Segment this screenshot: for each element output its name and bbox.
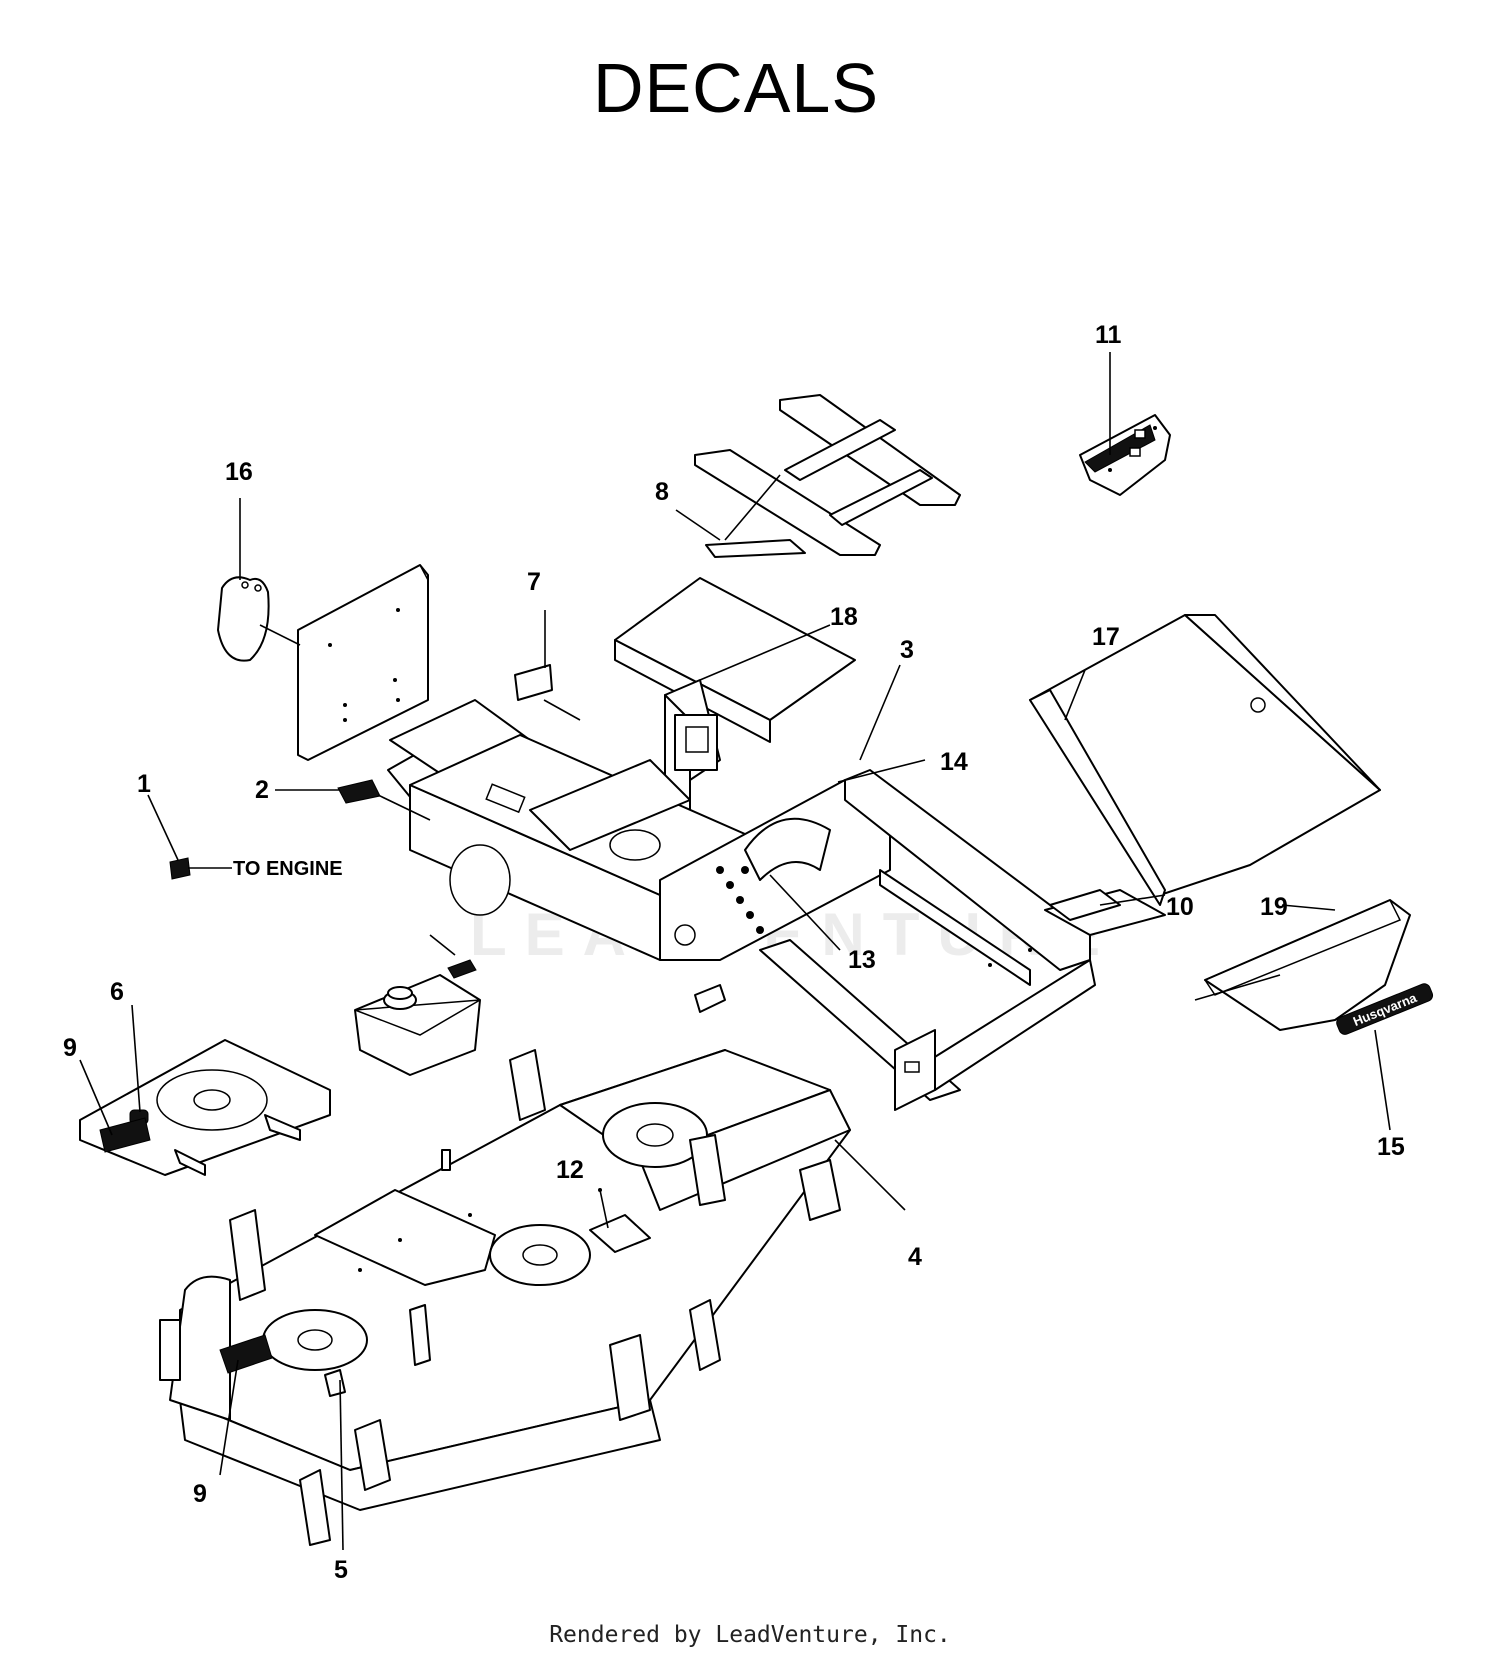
callout-2: 2: [255, 776, 269, 804]
leader-lines: [79, 352, 1391, 1551]
decal-9-lower: [219, 1334, 273, 1374]
callout-7: 7: [527, 568, 541, 596]
seat-frame: [694, 394, 961, 558]
bracket-11: [1079, 414, 1171, 496]
callout-9-upper: 9: [63, 1034, 77, 1062]
callout-4: 4: [908, 1243, 922, 1271]
left-deck-cover: [79, 1039, 331, 1176]
callout-8: 8: [655, 478, 669, 506]
callout-16: 16: [225, 458, 253, 486]
callout-10: 10: [1166, 893, 1194, 921]
decal-10: [1049, 889, 1121, 921]
mower-deck: [159, 1049, 851, 1546]
callout-11: 11: [1095, 321, 1122, 349]
decal-7: [514, 664, 553, 701]
right-fender: [1029, 614, 1381, 936]
callout-19: 19: [1260, 893, 1288, 921]
page-title: DECALS: [592, 49, 880, 127]
upper-side-panel: [297, 564, 429, 761]
decal-1: [169, 857, 191, 880]
callout-17: 17: [1092, 623, 1120, 651]
callout-14: 14: [940, 748, 968, 776]
callout-6: 6: [110, 978, 124, 1006]
rear-hood: [1194, 899, 1411, 1031]
fuel-tank: [354, 959, 481, 1076]
footer-credit: Rendered by LeadVenture, Inc.: [549, 1622, 951, 1648]
callout-5: 5: [334, 1556, 348, 1584]
callout-12: 12: [556, 1156, 584, 1184]
decal-16: [217, 576, 270, 662]
callout-1: 1: [137, 770, 151, 798]
callout-13: 13: [848, 946, 876, 974]
decal-2: [337, 779, 381, 804]
callout-labels: 1 2 3 4 5 6 7 8 9 9 10 11 12 13 14 15 16…: [63, 321, 1405, 1584]
decal-9-upper: [99, 1117, 151, 1153]
main-chassis: [387, 577, 1096, 1111]
callout-3: 3: [900, 636, 914, 664]
callout-9-lower: 9: [193, 1480, 207, 1508]
to-engine-note: TO ENGINE: [233, 858, 343, 880]
callout-15: 15: [1377, 1133, 1405, 1161]
callout-18: 18: [830, 603, 858, 631]
